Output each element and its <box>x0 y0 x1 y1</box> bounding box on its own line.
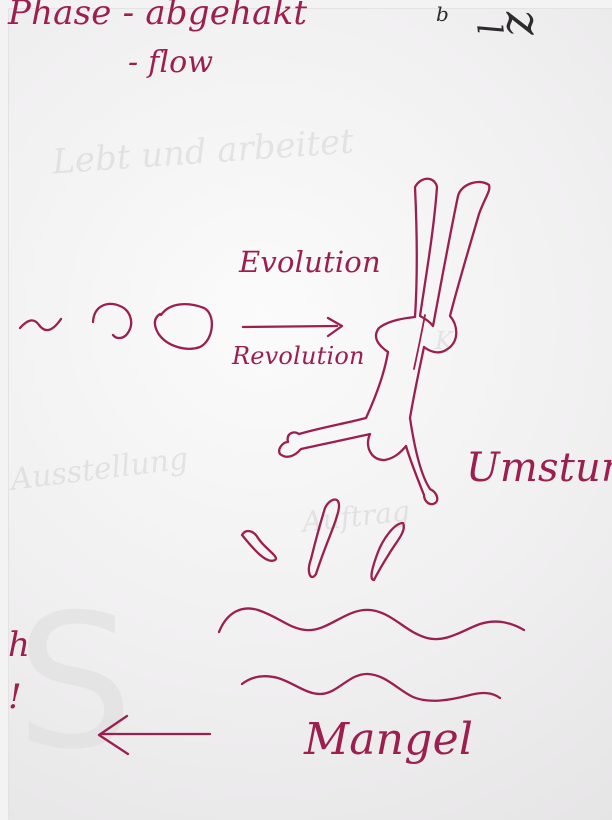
tilde-mark <box>20 319 61 330</box>
lower-wave <box>242 674 500 701</box>
upper-wave <box>219 608 524 639</box>
splash-drop-middle <box>309 499 339 577</box>
diver-inner-leg <box>414 315 425 369</box>
splash-drop-right <box>371 523 403 580</box>
small-loop-sketch <box>93 304 131 338</box>
evolution-arrow <box>243 318 342 336</box>
splash-drop-left <box>242 531 276 561</box>
large-loop-sketch <box>155 304 212 349</box>
mangel-arrow <box>99 716 210 754</box>
diver-figure <box>279 179 489 504</box>
